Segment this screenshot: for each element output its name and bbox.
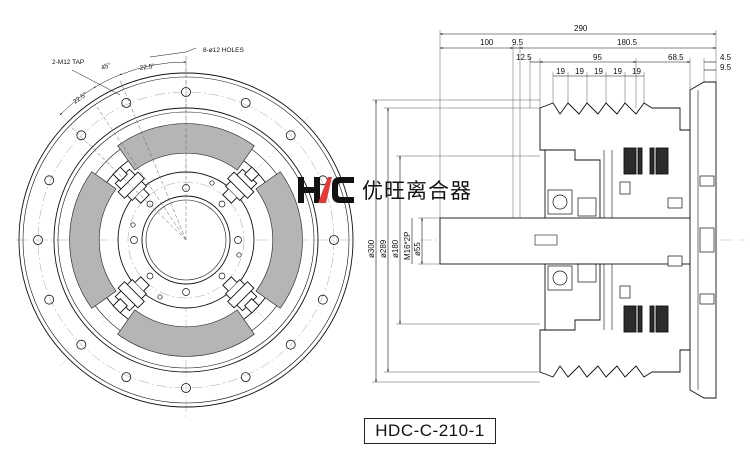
dim-4-5: 4.5 xyxy=(720,53,732,62)
tap-note: 2-M12 TAP xyxy=(52,59,84,66)
dim-12-5: 12.5 xyxy=(516,53,532,62)
dim-groove-1: 19 xyxy=(556,67,565,76)
brand-logo: 优旺离合器 xyxy=(296,174,472,206)
dim-180-5: 180.5 xyxy=(617,38,638,47)
angle-22-5-top: 22.5° xyxy=(139,62,156,72)
dim-55: ø55 xyxy=(413,242,422,256)
dim-300: ø300 xyxy=(367,239,376,258)
dim-9-5-right: 9.5 xyxy=(720,63,732,72)
dim-groove-2: 19 xyxy=(575,67,584,76)
dim-groove-3: 19 xyxy=(594,67,603,76)
dim-95: 95 xyxy=(593,53,602,62)
dim-100: 100 xyxy=(480,38,494,47)
dim-68-5: 68.5 xyxy=(668,53,684,62)
dim-290: 290 xyxy=(574,24,588,33)
dim-groove-5: 19 xyxy=(632,67,641,76)
dim-289: ø289 xyxy=(379,239,388,258)
brand-name: 优旺离合器 xyxy=(362,179,472,203)
side-view xyxy=(420,81,745,399)
model-label: HDC-C-210-1 xyxy=(364,418,496,444)
dim-m16: M16*2P xyxy=(403,232,412,260)
dim-180: ø180 xyxy=(391,239,400,258)
dim-groove-4: 19 xyxy=(613,67,622,76)
holes-note: 8-ø12 HOLES xyxy=(203,47,244,54)
angle-45: 45° xyxy=(100,61,112,72)
dim-9-5-left: 9.5 xyxy=(512,38,524,47)
hac-logo-icon xyxy=(298,177,354,203)
front-view xyxy=(16,47,356,420)
